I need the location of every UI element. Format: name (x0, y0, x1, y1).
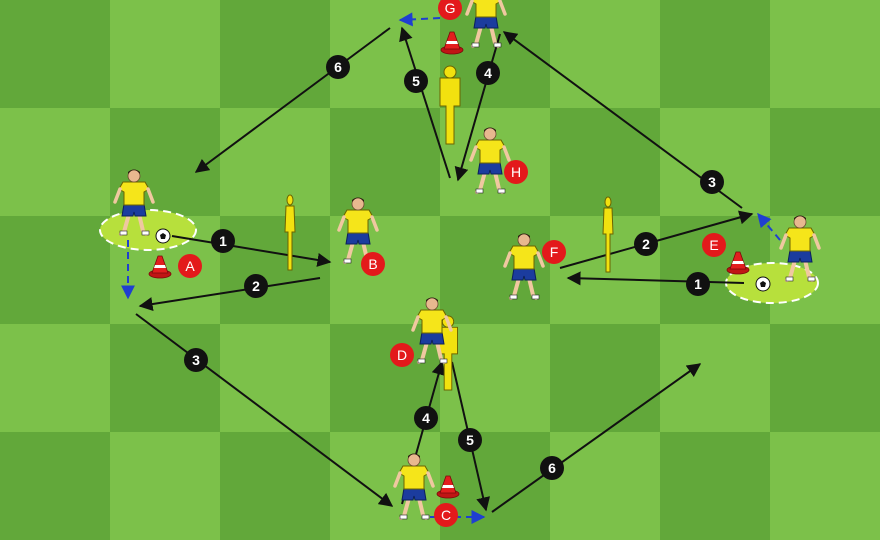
arrow-right-1 (566, 271, 745, 286)
grass-tile (330, 108, 441, 217)
step-badge: 2 (634, 232, 658, 256)
run-arrow-g (398, 12, 441, 27)
grass-tile (770, 432, 880, 540)
step-label: 4 (484, 65, 492, 81)
grass-tile (550, 432, 661, 540)
grass-tile (330, 0, 441, 109)
player-letter: C (441, 507, 451, 523)
step-label: 1 (694, 276, 702, 292)
ball-icon (755, 276, 771, 292)
ball-icon (155, 228, 171, 244)
player-letter: E (709, 237, 718, 253)
grass-tile (440, 432, 551, 540)
grass-tile (110, 432, 221, 540)
grass-tile (660, 0, 771, 109)
step-label: 5 (412, 73, 420, 89)
step-label: 1 (219, 233, 227, 249)
step-badge: 1 (211, 229, 235, 253)
grass-tile (220, 432, 331, 540)
grass-tile (330, 216, 441, 325)
grass-tile (220, 0, 331, 109)
player-badges: A B C D E F G H (178, 0, 726, 527)
grass-tile (220, 108, 331, 217)
grass-tile (0, 0, 111, 109)
step-badge: 4 (476, 61, 500, 85)
player-badge-e: E (702, 233, 726, 257)
step-badge: 3 (184, 348, 208, 372)
step-badge: 4 (414, 406, 438, 430)
step-badge: 6 (540, 456, 564, 480)
step-label: 2 (252, 278, 260, 294)
step-label: 3 (192, 352, 200, 368)
arrow-left-6 (491, 363, 702, 513)
step-label: 2 (642, 236, 650, 252)
grass-tile (770, 324, 880, 433)
player-badge-b: B (361, 252, 385, 276)
step-label: 4 (422, 410, 430, 426)
player-letter: D (397, 347, 407, 363)
arrow-right-4 (454, 33, 501, 182)
step-badges: 1 2 3 4 5 6 1 2 3 4 5 6 (184, 55, 724, 480)
grass-tile (660, 108, 771, 217)
step-label: 3 (708, 174, 716, 190)
arrow-left-1 (171, 235, 332, 267)
player-letter: F (550, 244, 559, 260)
grass-tile (0, 324, 111, 433)
arrow-right-5 (399, 26, 451, 179)
run-arrow-e (757, 212, 781, 241)
step-badge: 5 (458, 428, 482, 452)
step-label: 6 (548, 460, 556, 476)
player-letter: B (368, 256, 377, 272)
grass-tile (440, 324, 551, 433)
grass-tile (770, 108, 880, 217)
arrow-left-2 (138, 277, 321, 311)
step-badge: 3 (700, 170, 724, 194)
grass-tile (660, 324, 771, 433)
grass-tile (660, 432, 771, 540)
player-badge-d: D (390, 343, 414, 367)
grass-tile (0, 216, 111, 325)
step-label: 5 (466, 432, 474, 448)
step-label: 6 (334, 59, 342, 75)
grass-tile (0, 108, 111, 217)
player-badge-h: H (504, 160, 528, 184)
grass-tile (220, 216, 331, 325)
grass-tile (220, 324, 331, 433)
grass-tile (110, 324, 221, 433)
step-badge: 1 (686, 272, 710, 296)
grass-tile (550, 0, 661, 109)
step-badge: 5 (404, 69, 428, 93)
grass-tile (550, 324, 661, 433)
step-badge: 2 (244, 274, 268, 298)
arrow-left-3 (135, 313, 394, 507)
arrow-right-6 (194, 27, 391, 173)
player-badge-g: G (438, 0, 462, 20)
player-badge-a: A (178, 254, 202, 278)
player-letter: G (445, 0, 456, 16)
step-badge: 6 (326, 55, 350, 79)
player-letter: A (185, 258, 195, 274)
grass-tile (0, 432, 111, 540)
player-badge-c: C (434, 503, 458, 527)
grass-tile (770, 0, 880, 109)
player-badge-f: F (542, 240, 566, 264)
grass-tile (110, 0, 221, 109)
start-zone-left (99, 209, 197, 251)
player-letter: H (511, 164, 521, 180)
pass-arrows (135, 26, 754, 513)
